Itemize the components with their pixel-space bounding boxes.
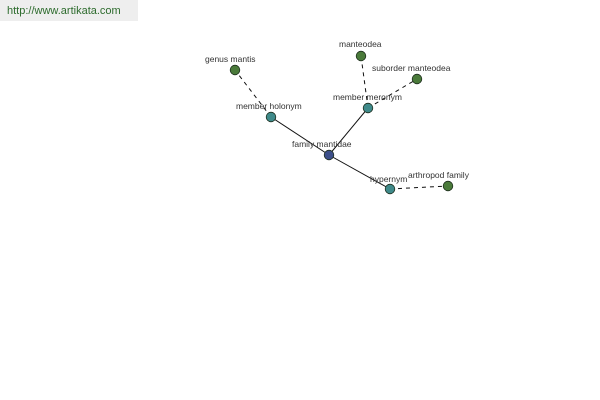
edge-family-mantidae-to-member-meronym [328, 107, 369, 156]
node-label-member-holonym: member holonym [236, 101, 302, 111]
node-suborder-manteodea[interactable] [411, 73, 423, 85]
node-label-arthropod-family: arthropod family [408, 170, 470, 180]
edge-family-mantidae-to-hypernym [328, 154, 391, 190]
node-member-holonym[interactable] [265, 111, 277, 123]
edges-layer [234, 55, 449, 190]
node-hypernym[interactable] [384, 183, 396, 195]
node-label-genus-mantis: genus mantis [205, 54, 256, 64]
url-bar: http://www.artikata.com [0, 0, 138, 21]
labels-layer: family mantidae member holonym member mero… [205, 39, 470, 184]
edge-member-meronym-to-manteodea [360, 55, 369, 109]
node-label-hypernym: hypernym [370, 174, 407, 184]
edge-family-mantidae-to-member-holonym [270, 116, 330, 156]
edge-member-meronym-to-suborder-manteodea [367, 78, 418, 109]
node-genus-mantis[interactable] [229, 64, 241, 76]
edge-member-holonym-to-genus-mantis [234, 69, 272, 118]
nodes-layer [229, 50, 454, 195]
node-label-manteodea: manteodea [339, 39, 382, 49]
node-manteodea[interactable] [355, 50, 367, 62]
node-label-suborder-manteodea: suborder manteodea [372, 63, 451, 73]
site-url-link[interactable]: http://www.artikata.com [7, 5, 121, 17]
node-member-meronym[interactable] [362, 102, 374, 114]
node-label-family-mantidae: family mantidae [292, 139, 352, 149]
node-arthropod-family[interactable] [442, 180, 454, 192]
node-family-mantidae[interactable] [323, 149, 335, 161]
edge-hypernym-to-arthropod-family [389, 185, 449, 190]
node-label-member-meronym: member meronym [333, 92, 402, 102]
